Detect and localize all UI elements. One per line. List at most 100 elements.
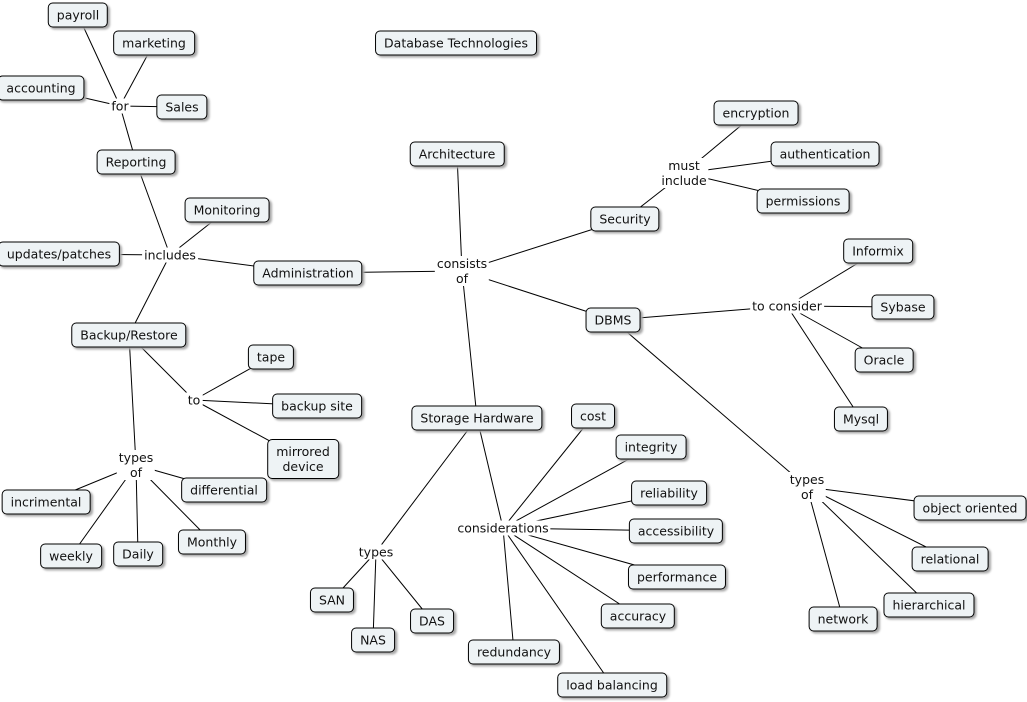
label-line: of bbox=[129, 465, 143, 480]
node-updates[interactable]: updates/patches bbox=[0, 241, 121, 267]
label-line: Sales bbox=[165, 99, 199, 115]
node-architecture[interactable]: Architecture bbox=[409, 141, 505, 167]
link-phrase-p-for: for bbox=[109, 98, 131, 114]
label-line: types bbox=[118, 450, 154, 465]
link-p-types-of-dbms-to-network bbox=[806, 486, 844, 620]
label-line: redundancy bbox=[476, 644, 552, 660]
label-line: for bbox=[111, 98, 129, 114]
link-p-consists-of-to-storage bbox=[461, 270, 478, 419]
label-line: accessibility bbox=[637, 523, 715, 539]
node-monitoring[interactable]: Monitoring bbox=[184, 197, 270, 223]
node-informix[interactable]: Informix bbox=[843, 238, 913, 264]
label-line: authentication bbox=[779, 146, 871, 162]
node-nas[interactable]: NAS bbox=[351, 627, 395, 653]
node-das[interactable]: DAS bbox=[410, 608, 454, 634]
node-reliability[interactable]: reliability bbox=[631, 480, 707, 506]
label-line: payroll bbox=[56, 7, 100, 23]
node-san[interactable]: SAN bbox=[309, 587, 355, 613]
label-line: tape bbox=[256, 349, 286, 365]
label-line: SAN bbox=[318, 592, 346, 608]
label-line: to consider bbox=[752, 298, 822, 314]
node-backup-restore[interactable]: Backup/Restore bbox=[71, 322, 187, 348]
label-line: Reporting bbox=[105, 154, 167, 170]
node-integrity[interactable]: integrity bbox=[615, 434, 687, 460]
node-hierarchical[interactable]: hierarchical bbox=[883, 592, 975, 618]
node-mysql[interactable]: Mysql bbox=[833, 406, 889, 432]
label-line: Administration bbox=[262, 265, 354, 281]
label-line: encryption bbox=[722, 105, 790, 121]
label-line: considerations bbox=[457, 520, 549, 536]
node-relational[interactable]: relational bbox=[911, 546, 989, 572]
label-line: object oriented bbox=[922, 500, 1018, 516]
node-sales[interactable]: Sales bbox=[156, 94, 208, 120]
node-security[interactable]: Security bbox=[590, 206, 660, 232]
node-marketing[interactable]: marketing bbox=[113, 30, 195, 56]
link-phrase-p-to-consider: to consider bbox=[750, 298, 824, 314]
label-line: device bbox=[282, 459, 324, 474]
node-storage[interactable]: Storage Hardware bbox=[411, 405, 543, 431]
label-line: Mysql bbox=[842, 411, 880, 427]
link-p-considerations-to-accuracy bbox=[502, 527, 639, 617]
label-line: Architecture bbox=[418, 146, 496, 162]
node-monthly[interactable]: Monthly bbox=[177, 529, 247, 555]
link-phrase-p-considerations: considerations bbox=[455, 520, 551, 536]
node-redundancy[interactable]: redundancy bbox=[467, 639, 561, 665]
label-line: integrity bbox=[624, 439, 678, 455]
node-encryption[interactable]: encryption bbox=[713, 100, 799, 126]
node-administration[interactable]: Administration bbox=[253, 260, 363, 286]
node-differential[interactable]: differential bbox=[181, 477, 267, 503]
label-line: Security bbox=[599, 211, 651, 227]
node-dbms[interactable]: DBMS bbox=[585, 307, 641, 333]
node-sybase[interactable]: Sybase bbox=[871, 294, 935, 320]
label-line: load balancing bbox=[566, 677, 658, 693]
label-line: Informix bbox=[852, 243, 904, 259]
node-payroll[interactable]: payroll bbox=[47, 2, 109, 28]
label-line: to bbox=[187, 392, 201, 408]
node-backup-site[interactable]: backup site bbox=[272, 393, 362, 419]
node-load-balancing[interactable]: load balancing bbox=[557, 672, 667, 698]
link-p-considerations-to-integrity bbox=[502, 446, 652, 529]
label-line: Sybase bbox=[880, 299, 926, 315]
label-line: differential bbox=[190, 482, 258, 498]
node-oracle[interactable]: Oracle bbox=[854, 347, 914, 373]
link-p-considerations-to-redundancy bbox=[502, 527, 515, 653]
link-architecture-to-p-consists-of bbox=[456, 153, 463, 272]
label-line: types bbox=[358, 544, 394, 560]
node-network[interactable]: network bbox=[808, 606, 878, 632]
node-permissions[interactable]: permissions bbox=[756, 188, 850, 214]
label-line: Storage Hardware bbox=[420, 410, 534, 426]
node-authentication[interactable]: authentication bbox=[770, 141, 880, 167]
label-line: must bbox=[668, 158, 700, 173]
link-p-types-of-backup-to-weekly bbox=[70, 464, 137, 557]
title-node[interactable]: Database Technologies bbox=[375, 30, 537, 56]
link-p-types-storage-to-nas bbox=[372, 551, 377, 641]
node-accuracy[interactable]: accuracy bbox=[600, 603, 676, 629]
label-line: types bbox=[789, 472, 825, 487]
label-line: Oracle bbox=[863, 352, 905, 368]
node-tape[interactable]: tape bbox=[247, 344, 295, 370]
node-accessibility[interactable]: accessibility bbox=[628, 518, 724, 544]
label-line: backup site bbox=[281, 398, 353, 414]
label-line: reliability bbox=[640, 485, 698, 501]
node-reporting[interactable]: Reporting bbox=[96, 149, 176, 175]
node-incrimental[interactable]: incrimental bbox=[1, 489, 91, 515]
node-object-oriented[interactable]: object oriented bbox=[913, 495, 1027, 521]
label-line: permissions bbox=[765, 193, 841, 209]
label-line: hierarchical bbox=[892, 597, 966, 613]
link-storage-to-p-considerations bbox=[476, 417, 504, 529]
link-reporting-to-p-includes bbox=[135, 161, 171, 256]
node-accounting[interactable]: accounting bbox=[0, 75, 85, 101]
node-cost[interactable]: cost bbox=[571, 403, 615, 429]
node-performance[interactable]: performance bbox=[627, 564, 727, 590]
node-weekly[interactable]: weekly bbox=[40, 543, 102, 569]
label-line: incrimental bbox=[10, 494, 82, 510]
node-daily[interactable]: Daily bbox=[113, 541, 163, 567]
label-line: DBMS bbox=[594, 312, 632, 328]
label-line: Backup/Restore bbox=[80, 327, 178, 343]
label-line: Monthly bbox=[186, 534, 238, 550]
